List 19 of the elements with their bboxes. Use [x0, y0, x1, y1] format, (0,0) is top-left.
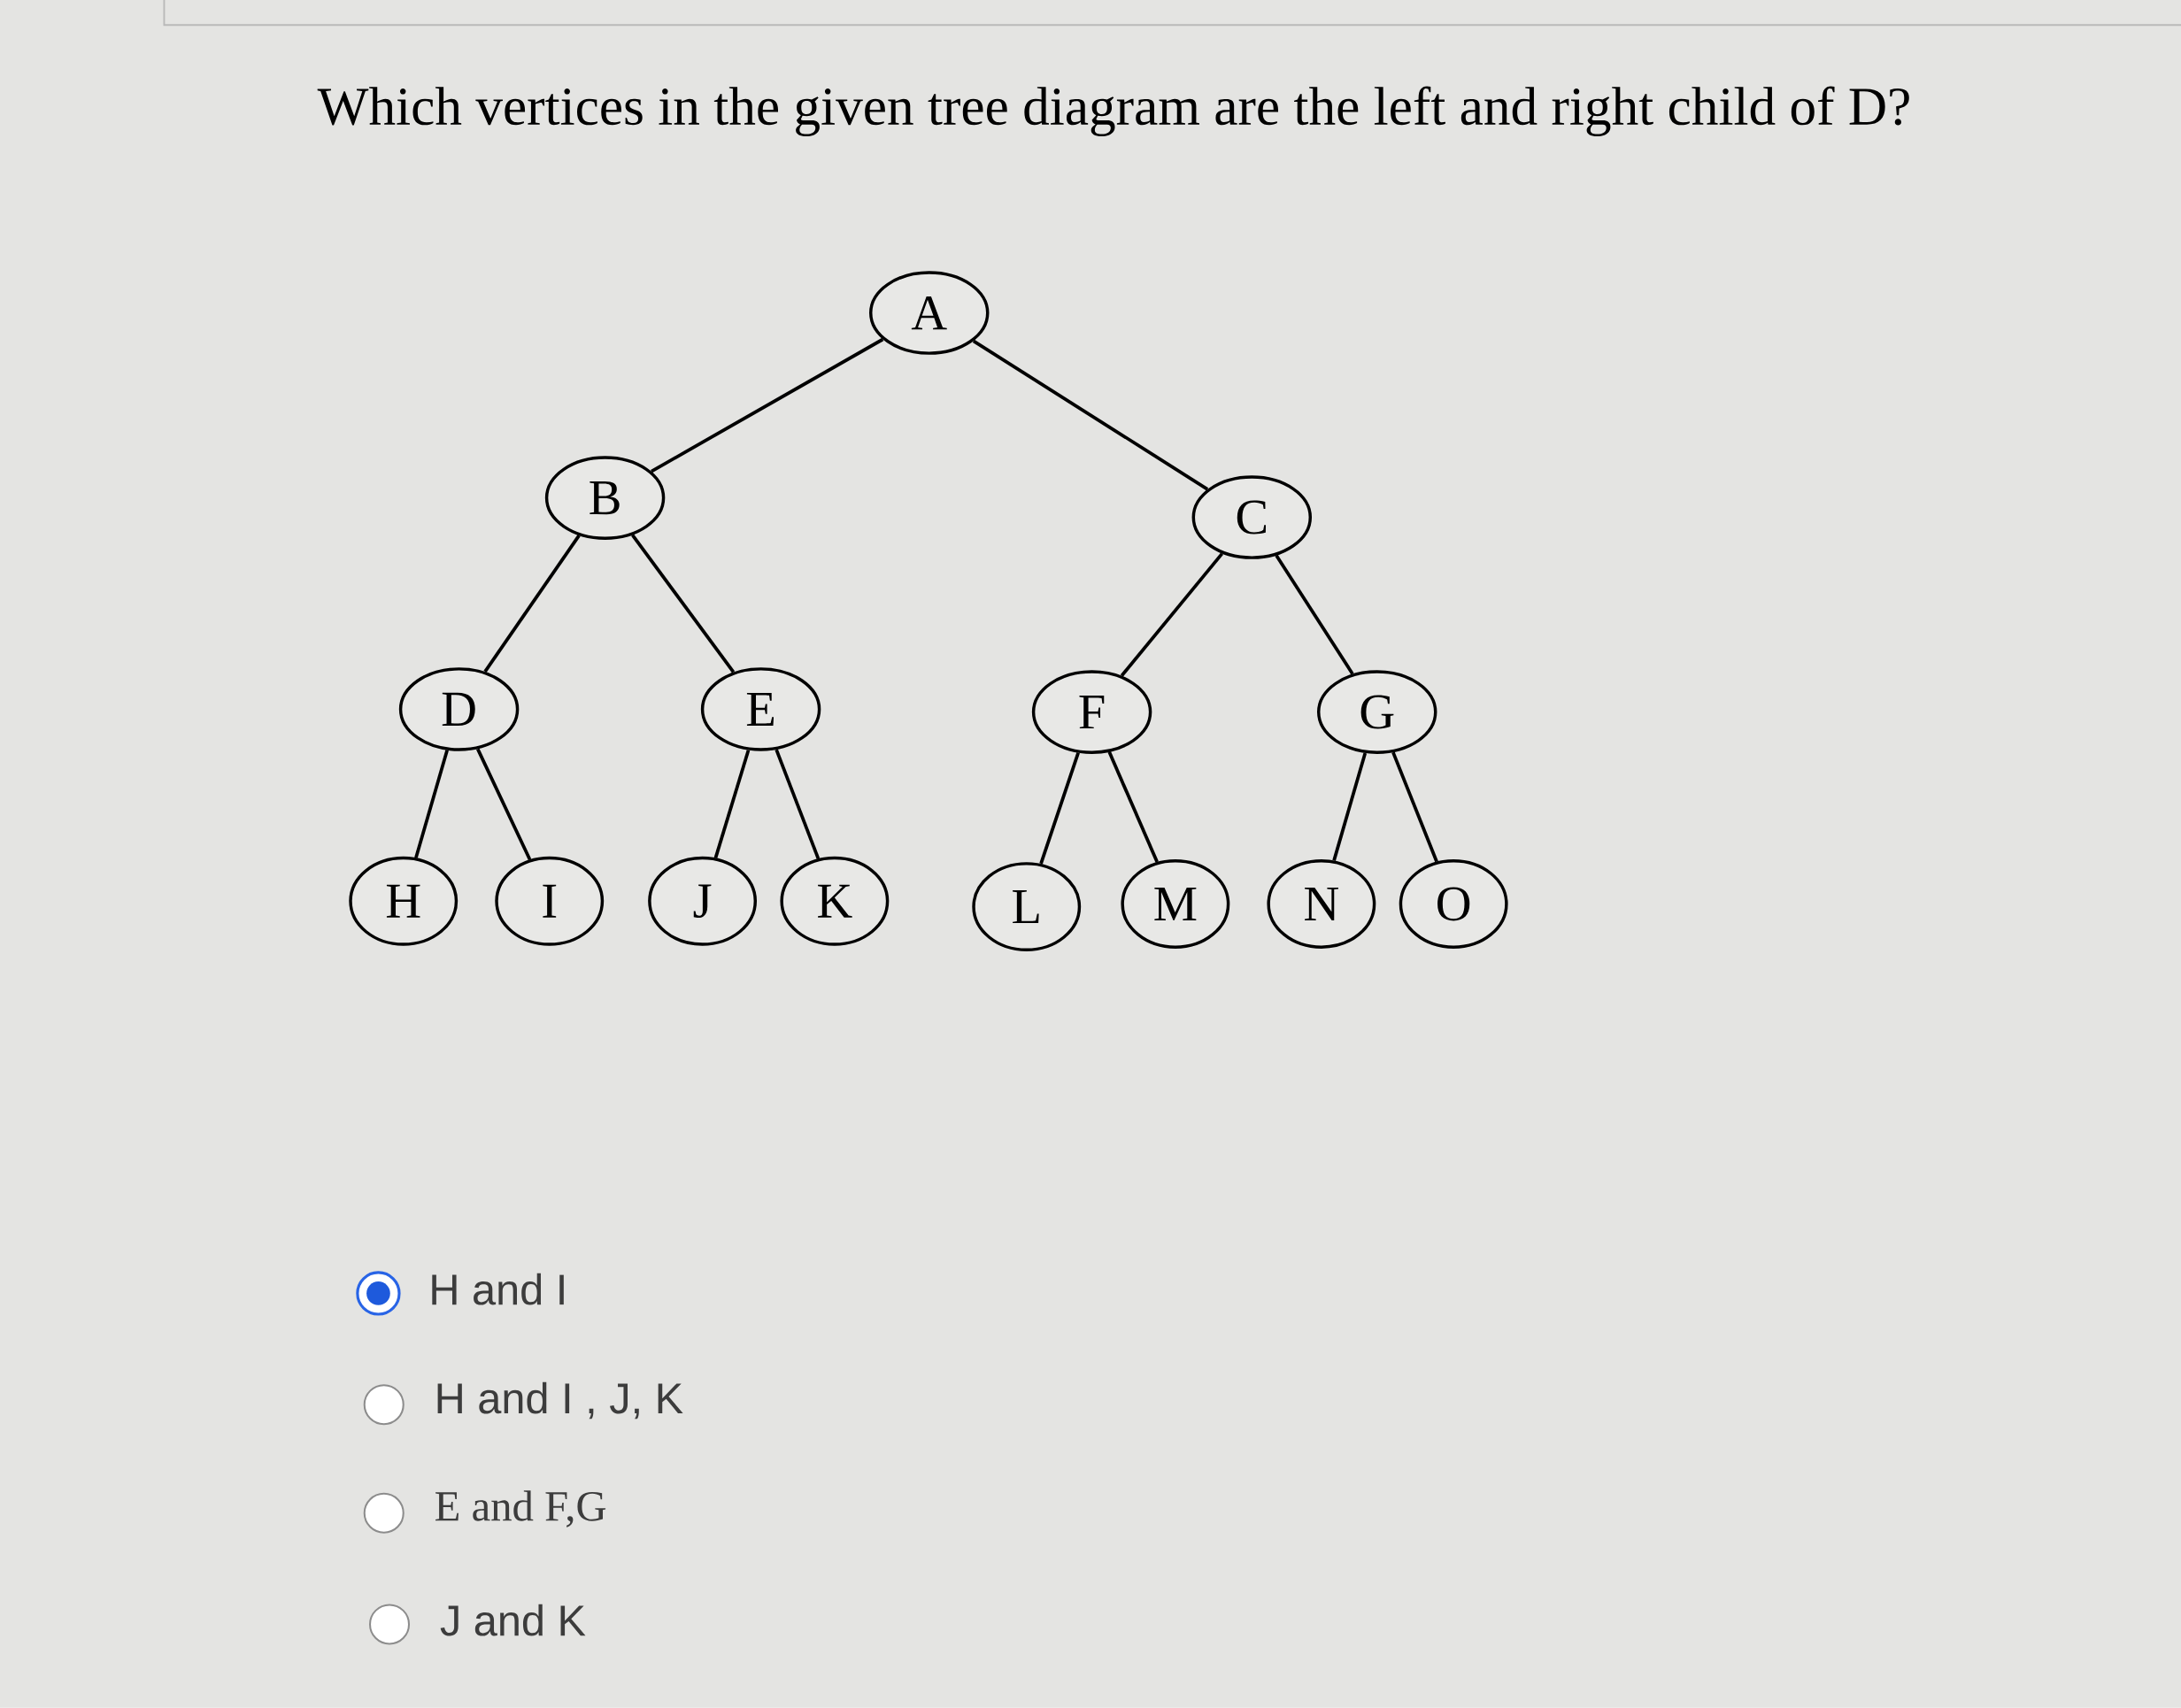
tree-edge	[1275, 554, 1354, 675]
tree-edge	[414, 750, 449, 858]
tree-edge	[713, 750, 751, 859]
tree-edge	[1332, 752, 1368, 862]
tree-edge	[631, 534, 736, 673]
tree-edge	[972, 339, 1209, 491]
tree-edge	[775, 749, 821, 859]
tree-edge	[1120, 552, 1224, 677]
tree-edge	[1039, 752, 1080, 865]
tree-edge	[483, 535, 581, 673]
option-text: E and F,G	[435, 1490, 606, 1527]
tree-edge	[651, 338, 884, 473]
option-text: J and K	[440, 1604, 586, 1636]
tree-edge	[476, 748, 532, 861]
tree-edge	[1107, 751, 1159, 863]
tree-edge	[1391, 751, 1438, 863]
question-text: Which vertices in the given tree diagram are the left and right child of D?	[317, 86, 1909, 137]
option-text: H and I , J, K	[437, 1381, 683, 1419]
option-text: H and I	[432, 1273, 564, 1305]
